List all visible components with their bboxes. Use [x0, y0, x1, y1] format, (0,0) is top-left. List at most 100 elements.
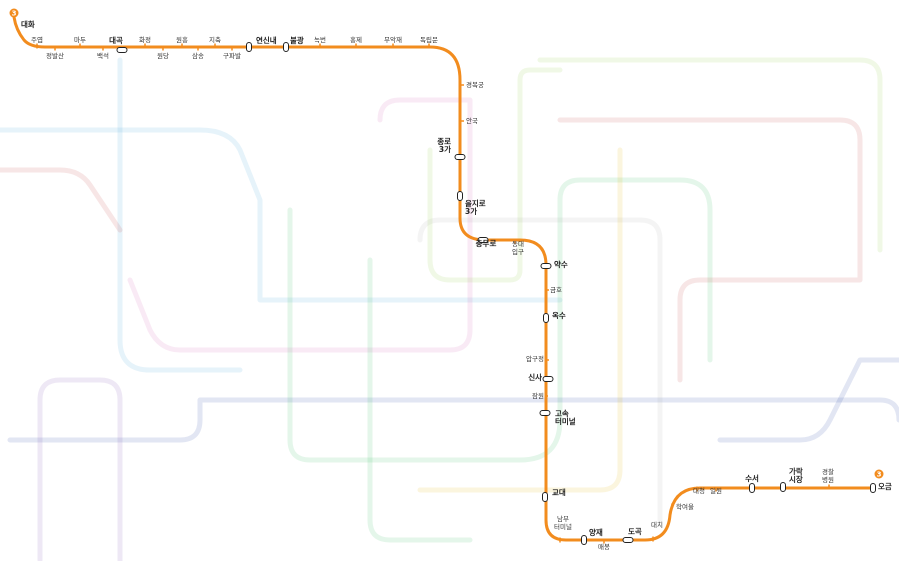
station-dongnimmun[interactable]: 독립문: [420, 36, 438, 49]
transfer-marker: [477, 237, 489, 243]
station-label: 옥수: [552, 310, 566, 320]
station-geumho[interactable]: 금호: [546, 286, 562, 294]
transfer-marker: [539, 410, 551, 416]
station-label: 원당: [157, 51, 169, 60]
transfer-marker: [581, 535, 587, 545]
station-label: 연신내: [256, 35, 277, 45]
transfer-marker: [457, 191, 463, 201]
station-label: 주엽: [31, 35, 43, 44]
station-label: 경복궁: [466, 80, 484, 89]
station-label: 마두: [74, 35, 86, 44]
station-daechi[interactable]: 대치: [651, 520, 663, 542]
station-label: 정발산: [46, 51, 64, 60]
station-jichuk[interactable]: 지축: [209, 35, 221, 49]
station-wonheung[interactable]: 원흥: [176, 35, 188, 49]
station-label: 대청: [693, 487, 705, 495]
station-label: 원흥: [176, 35, 188, 44]
station-baekseok[interactable]: 백석: [97, 45, 109, 61]
station-yangjae[interactable]: 양재: [581, 527, 603, 545]
station-label: 화정: [139, 35, 151, 44]
station-samsong[interactable]: 삼송: [192, 45, 204, 61]
station-label: 수서: [745, 473, 759, 483]
station-jeongbalsan[interactable]: 정발산: [46, 45, 64, 61]
transfer-marker: [749, 483, 755, 493]
station-label: 교대: [552, 487, 566, 497]
station-apgujeong[interactable]: 압구정: [526, 354, 549, 363]
station-juyeop[interactable]: 주엽: [31, 35, 43, 49]
station-label: 지축: [209, 35, 221, 44]
station-madu[interactable]: 마두: [74, 35, 86, 49]
station-hagyeoul[interactable]: 학여울: [671, 502, 694, 511]
station-bulgwang[interactable]: 불광: [283, 35, 304, 52]
end-line-badge[interactable]: 3: [874, 469, 884, 479]
transfer-marker: [542, 492, 548, 502]
transfer-marker: [283, 42, 289, 52]
station-dogok[interactable]: 도곡: [622, 527, 642, 543]
transfer-marker: [622, 537, 634, 543]
station-yaksu[interactable]: 약수: [540, 259, 568, 269]
station-jamwon[interactable]: 잠원: [532, 391, 548, 400]
station-nokbeon[interactable]: 녹번: [314, 35, 326, 49]
station-muakjae[interactable]: 무악재: [384, 36, 402, 49]
station-label: 약수: [554, 259, 568, 269]
station-label: 압구정: [526, 354, 544, 363]
transfer-marker: [540, 263, 552, 269]
station-sinsa[interactable]: 신사: [528, 372, 554, 382]
station-chungmuro[interactable]: 충무로: [476, 237, 497, 249]
transfer-marker: [780, 482, 786, 492]
transfer-marker: [454, 154, 466, 160]
station-label: 녹번: [314, 35, 326, 44]
station-label: 안국: [466, 116, 478, 125]
station-suseo[interactable]: 수서: [745, 473, 759, 493]
station-label: 양재: [589, 527, 603, 537]
line-3-route: [12, 15, 875, 542]
station-label: 잠원: [532, 391, 544, 400]
station-wondang[interactable]: 원당: [157, 45, 169, 61]
station-daegok[interactable]: 대곡: [109, 35, 128, 53]
station-hwajeong[interactable]: 화정: [139, 35, 151, 49]
end-terminus-label[interactable]: 오금: [878, 482, 892, 491]
station-hongje[interactable]: 홍제: [350, 35, 362, 49]
svg-text:3: 3: [12, 10, 17, 18]
station-label: 금호: [550, 286, 562, 294]
station-label: 백석: [97, 51, 109, 60]
station-gupabal[interactable]: 구파발: [223, 45, 241, 61]
station-oksu[interactable]: 옥수: [543, 310, 566, 323]
station-label: 구파발: [223, 51, 241, 60]
station-maebong[interactable]: 매봉: [598, 538, 610, 552]
start-terminus-label[interactable]: 대화: [21, 19, 35, 29]
transfer-marker: [870, 483, 876, 493]
station-gyodae[interactable]: 교대: [542, 487, 566, 502]
station-daecheong[interactable]: 대청: [693, 486, 705, 496]
station-gyeongbokgung[interactable]: 경복궁: [461, 80, 484, 89]
station-label: 충무로: [476, 238, 497, 248]
station-yeonsinnae[interactable]: 연신내: [246, 35, 277, 52]
station-anguk[interactable]: 안국: [461, 116, 478, 125]
station-label: 홍제: [350, 35, 362, 44]
station-irwon[interactable]: 일원: [710, 486, 722, 495]
transfer-marker: [116, 47, 128, 53]
start-line-badge[interactable]: 3: [9, 8, 19, 18]
station-label: 학여울: [676, 502, 694, 511]
station-label: 대치: [651, 520, 663, 529]
station-label: 대곡: [109, 35, 123, 45]
station-label: 매봉: [598, 543, 610, 551]
station-label: 도곡: [628, 527, 642, 536]
station-label: 무악재: [384, 36, 402, 44]
station-ogeum[interactable]: [870, 483, 876, 493]
